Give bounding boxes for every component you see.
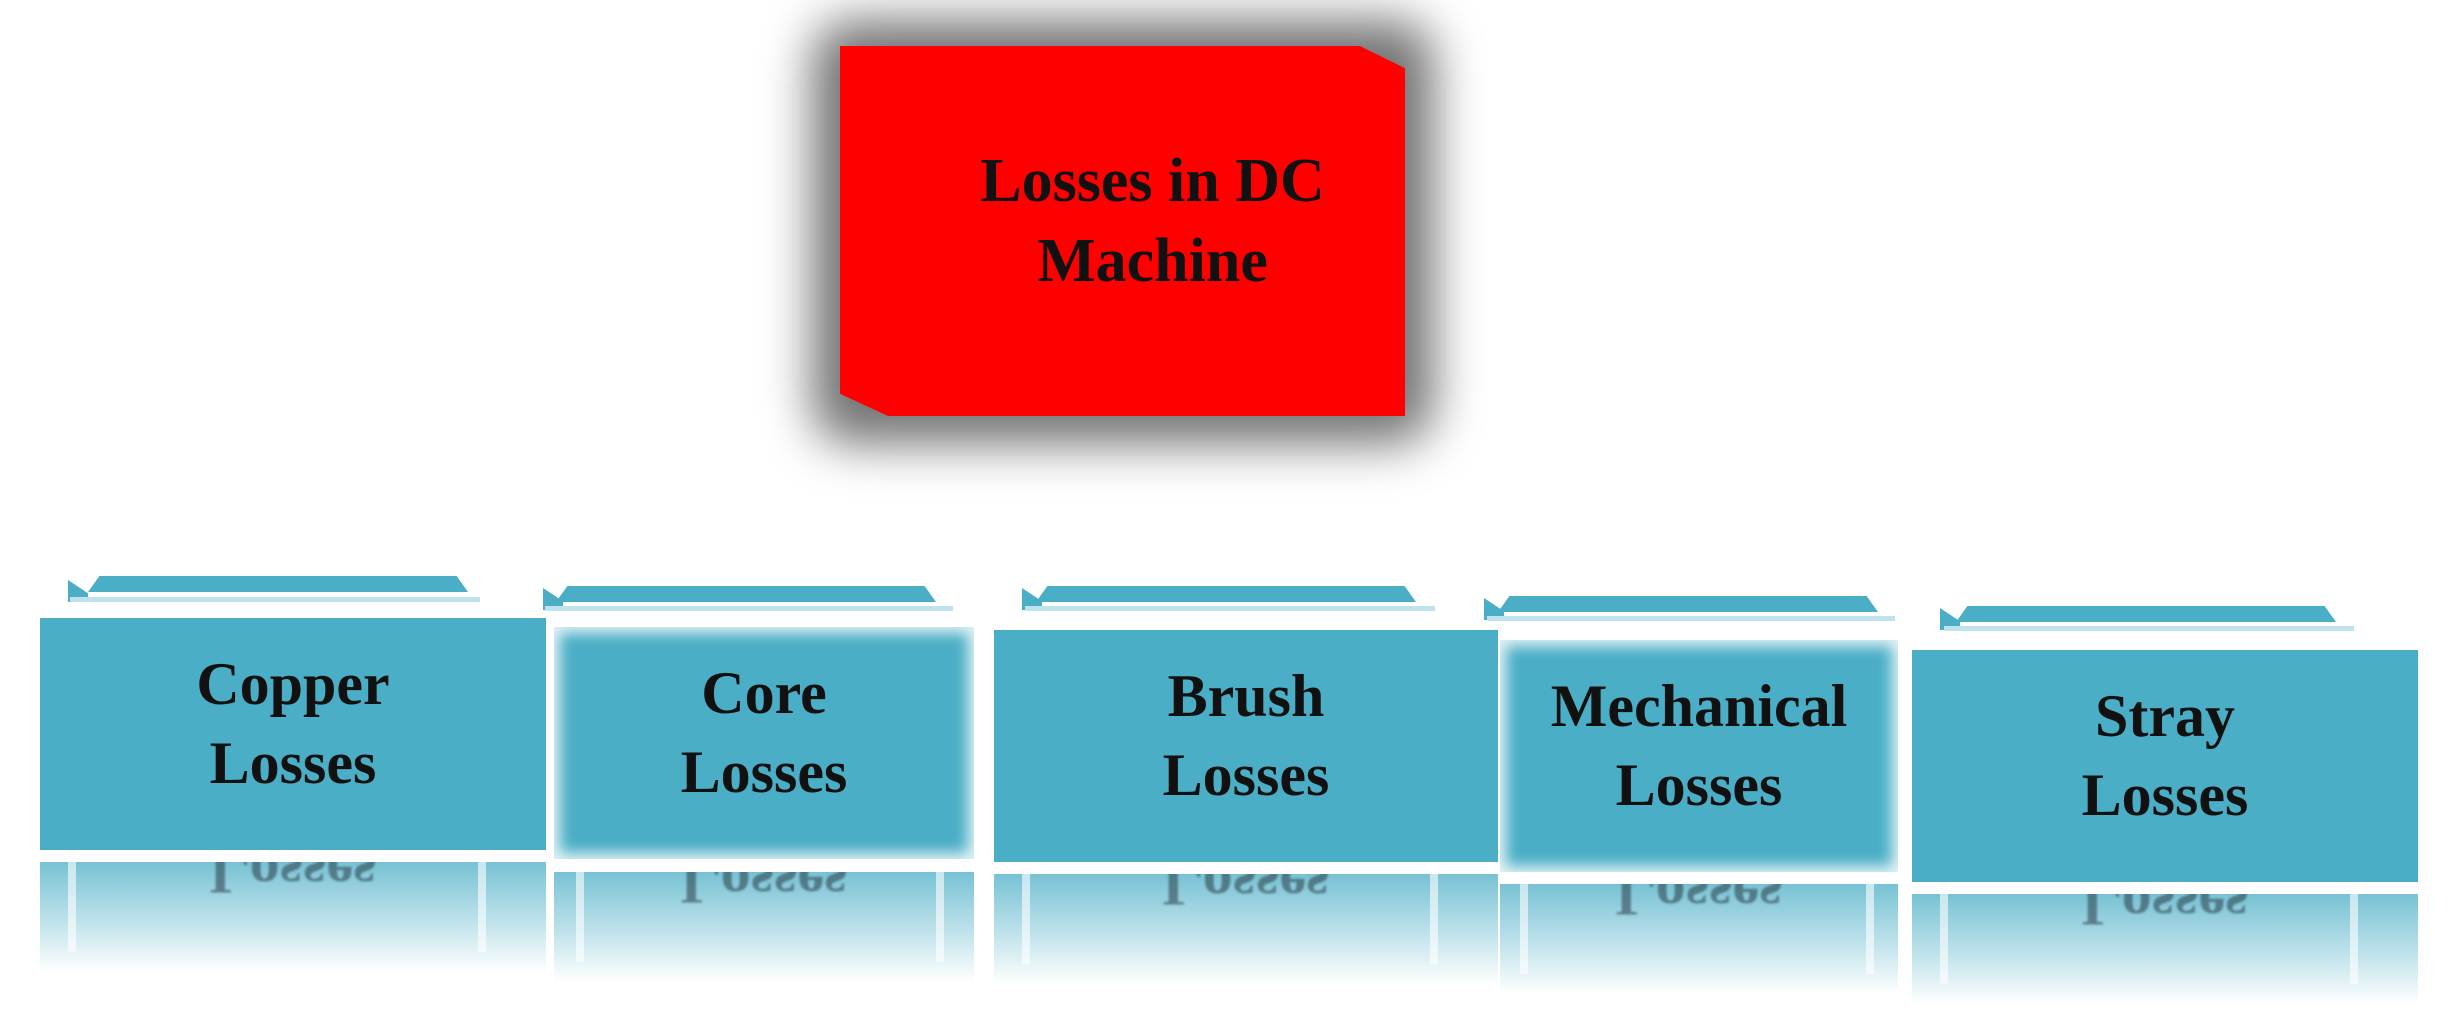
lid-top [556, 586, 936, 602]
child-node-reflection: Losses [1500, 884, 1898, 994]
child-node-box: Copper Losses [40, 618, 546, 850]
reflection-edge [1430, 874, 1438, 964]
reflection-text: Losses [209, 862, 377, 906]
child-node-label-line1: Brush [1167, 663, 1325, 729]
reflection-edge [576, 872, 584, 962]
child-node-reflection: Losses [994, 874, 1498, 984]
child-node-label: Copper Losses [196, 645, 389, 803]
root-node-label-line2: Machine [1037, 227, 1268, 295]
child-node-reflection: Losses [40, 862, 546, 972]
child-node-label: Stray Losses [2082, 677, 2249, 835]
lid-top [88, 576, 468, 592]
child-node-box: Brush Losses [994, 630, 1498, 862]
child-node-label-line1: Copper [196, 651, 390, 717]
child-node-label-line2: Losses [1162, 742, 1330, 808]
child-node-label: Core Losses [681, 654, 848, 812]
lid-edge [1487, 616, 1895, 621]
child-node-label-line1: Core [701, 660, 827, 726]
child-node-label-line2: Losses [209, 730, 377, 796]
lid-top [1956, 606, 2336, 622]
reflection-edge [478, 862, 486, 952]
reflection-edge [936, 872, 944, 962]
child-node-label-line1: Mechanical [1550, 673, 1848, 739]
child-node-label: Mechanical Losses [1551, 667, 1848, 825]
reflection-text: Losses [1615, 884, 1783, 928]
reflection-edge [2350, 894, 2358, 984]
child-node-reflection: Losses [554, 872, 974, 982]
lid-edge [545, 606, 953, 611]
reflection-text: Losses [1162, 874, 1330, 918]
child-node-label-line1: Stray [2095, 683, 2235, 749]
reflection-text: Losses [2081, 894, 2249, 938]
lid-top [1036, 586, 1416, 602]
root-node: Losses in DC Machine [840, 46, 1405, 416]
child-node-reflection: Losses [1912, 894, 2418, 1004]
child-node-label: Brush Losses [1163, 657, 1330, 815]
reflection-edge [1022, 874, 1030, 964]
lid-top [1498, 596, 1878, 612]
reflection-edge [68, 862, 76, 952]
reflection-edge [1940, 894, 1948, 984]
reflection-edge [1520, 884, 1528, 974]
child-node-label-line2: Losses [680, 739, 848, 805]
root-node-label: Losses in DC Machine [980, 141, 1325, 301]
reflection-edge [1866, 884, 1874, 974]
lid-edge [1944, 626, 2354, 631]
child-node-box: Core Losses [554, 627, 974, 859]
child-node-label-line2: Losses [2081, 762, 2249, 828]
lid-edge [1025, 606, 1435, 611]
child-node-label-line2: Losses [1615, 752, 1783, 818]
reflection-text: Losses [680, 872, 848, 916]
child-node-box: Stray Losses [1912, 650, 2418, 882]
root-node-label-line1: Losses in DC [980, 147, 1325, 215]
lid-edge [70, 597, 480, 602]
child-node-box: Mechanical Losses [1500, 640, 1898, 872]
